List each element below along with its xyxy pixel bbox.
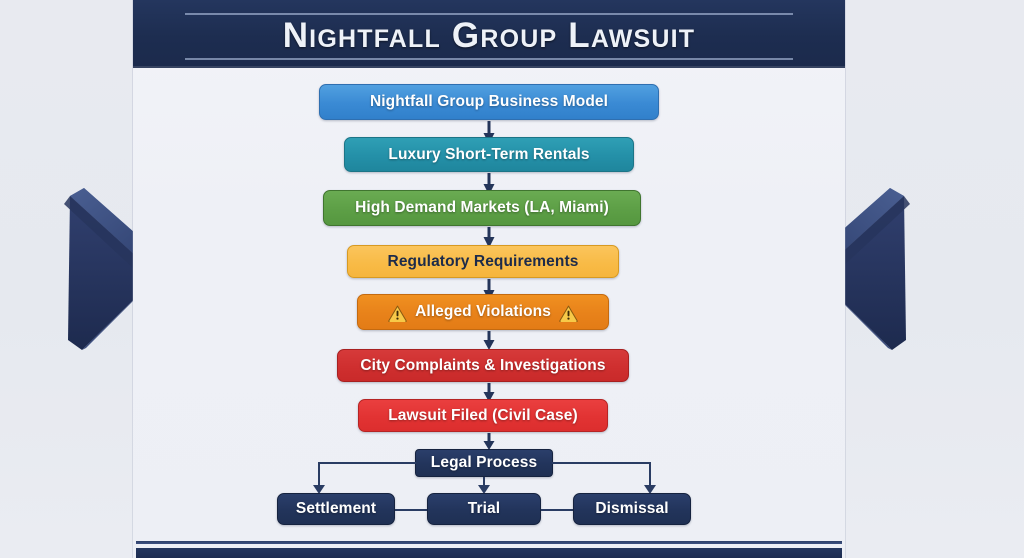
flow-node-business-model[interactable]: Nightfall Group Business Model [319, 84, 659, 120]
flow-node-legal-process[interactable]: Legal Process [415, 449, 553, 477]
outcome-link-trial-dismissal [541, 509, 573, 511]
flow-node-trial[interactable]: Trial [427, 493, 541, 525]
branch-drop-center [483, 477, 485, 486]
flow-node-dismissal[interactable]: Dismissal [573, 493, 691, 525]
branch-line-right [552, 462, 650, 464]
footer-rule [136, 541, 842, 544]
arrow-violations-to-complaints [479, 331, 499, 351]
flow-node-violations[interactable]: Alleged Violations [357, 294, 609, 330]
flow-node-regulatory[interactable]: Regulatory Requirements [347, 245, 619, 278]
flow-node-label: Nightfall Group Business Model [369, 93, 609, 110]
outcome-link-settlement-trial [395, 509, 427, 511]
header-rule-bottom [185, 58, 793, 60]
page-title: Nightfall Group Lawsuit [282, 16, 696, 55]
flow-node-label: High Demand Markets (LA, Miami) [355, 199, 609, 216]
slide-panel: Nightfall Group Lawsuit Nightfall Group … [133, 0, 845, 558]
flow-node-label: Luxury Short-Term Rentals [388, 145, 590, 163]
flow-node-settlement[interactable]: Settlement [277, 493, 395, 525]
arrow-rentals-to-markets [479, 173, 499, 196]
branch-line-left [318, 462, 416, 464]
arrow-lawsuit-to-legal-process [479, 433, 499, 451]
flow-node-label: Regulatory Requirements [387, 252, 579, 270]
branch-arrow-trial [478, 485, 490, 494]
flow-node-rentals[interactable]: Luxury Short-Term Rentals [344, 137, 634, 172]
flow-node-label: Dismissal [595, 500, 669, 517]
flow-node-complaints[interactable]: City Complaints & Investigations [337, 349, 629, 382]
branch-drop-left [318, 462, 320, 486]
flow-node-label: Settlement [295, 500, 377, 517]
branch-drop-right [649, 462, 651, 486]
flow-node-label: Legal Process [430, 454, 538, 471]
branch-arrow-dismissal [644, 485, 656, 494]
footer-bar [136, 548, 842, 558]
header-rule-top [185, 13, 793, 15]
flow-node-label: Trial [467, 500, 501, 517]
warning-triangle-icon [388, 305, 407, 322]
branch-arrow-settlement [313, 485, 325, 494]
arrow-complaints-to-lawsuit [479, 383, 499, 403]
flow-node-label: City Complaints & Investigations [360, 356, 606, 374]
flow-node-label: Lawsuit Filed (Civil Case) [388, 406, 578, 424]
flow-node-lawsuit-filed[interactable]: Lawsuit Filed (Civil Case) [358, 399, 608, 432]
flow-node-label: Alleged Violations [415, 303, 551, 320]
warning-triangle-icon [559, 305, 578, 322]
arrow-markets-to-regulatory [479, 227, 499, 249]
flow-node-markets[interactable]: High Demand Markets (LA, Miami) [323, 190, 641, 226]
header-bar: Nightfall Group Lawsuit [133, 0, 845, 68]
